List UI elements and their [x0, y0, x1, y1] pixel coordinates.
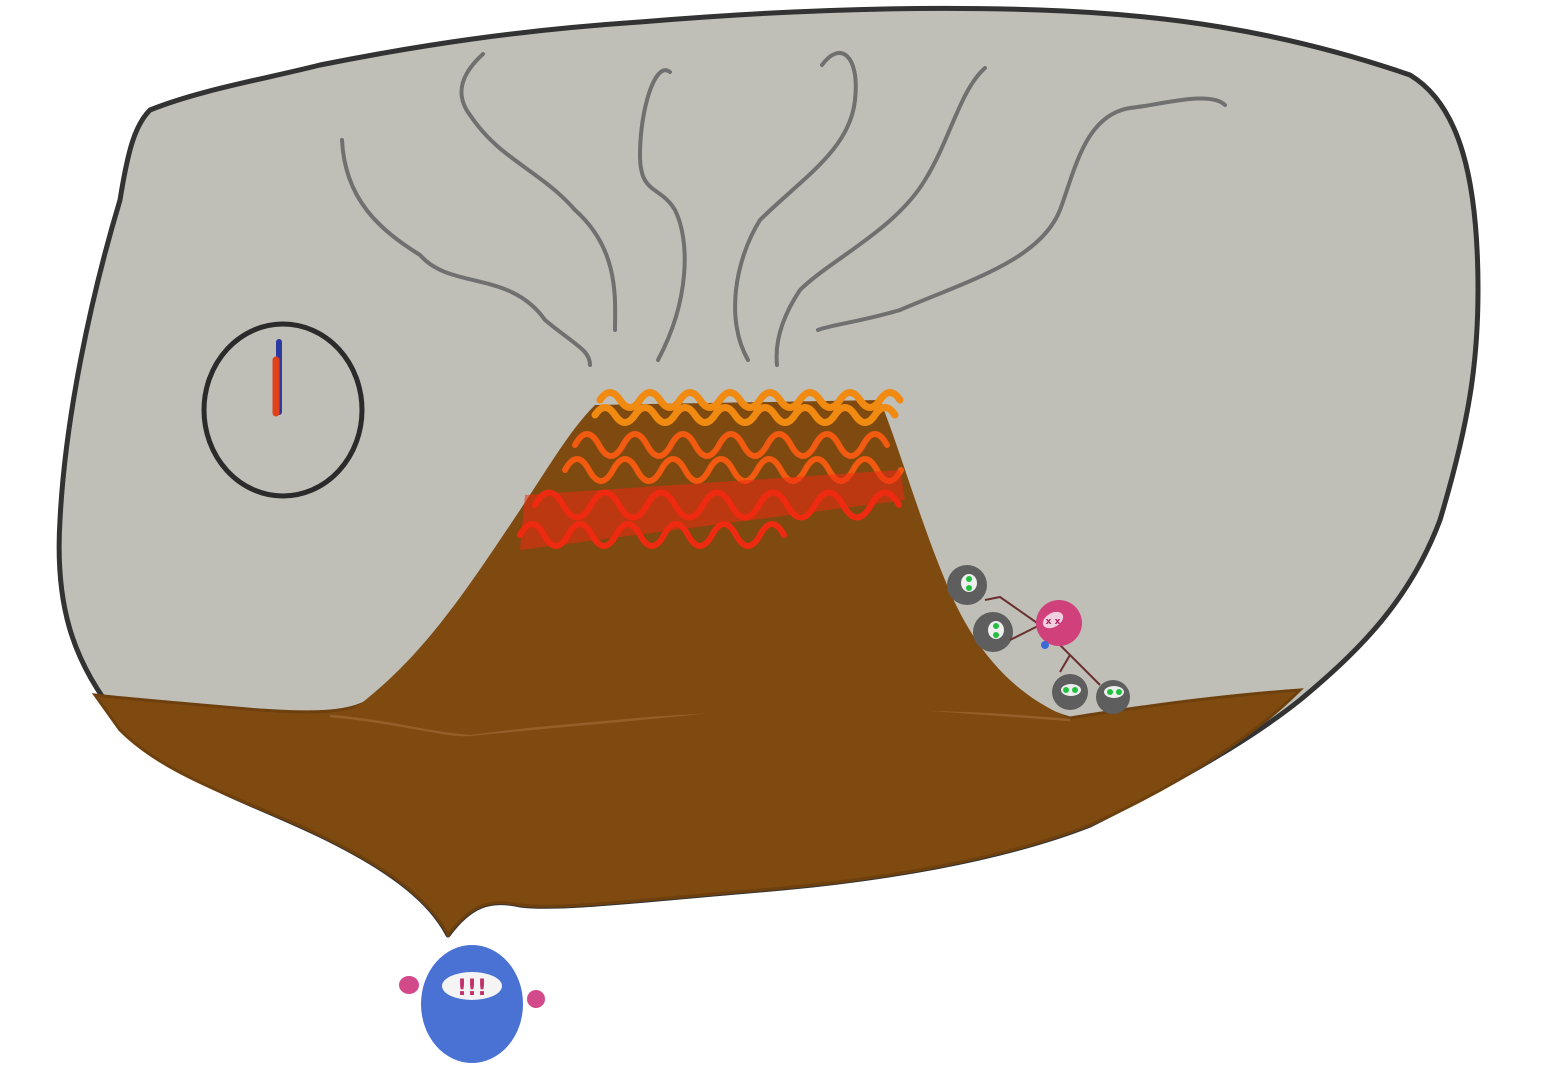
- lava-red-fill: [520, 470, 905, 550]
- grey-creature-icon: [947, 565, 987, 605]
- grey-creature-icon: [1096, 680, 1130, 714]
- smoke-line: [816, 96, 1227, 332]
- creature-eye: [1107, 689, 1113, 695]
- pink-creature-icon: x x: [1036, 600, 1082, 649]
- leader-foot: [1041, 641, 1049, 649]
- hero-hand-left: [399, 976, 419, 994]
- creature-eye: [966, 585, 972, 591]
- creature-eye: [1116, 689, 1122, 695]
- creature-eye-patch: [961, 574, 977, 592]
- grey-creature-icon: [973, 612, 1013, 652]
- creature-eye: [993, 623, 999, 629]
- smoke-lines: [340, 51, 1227, 367]
- hero-expression: !!!: [457, 976, 487, 1001]
- hero-hand-right: [527, 990, 545, 1008]
- grey-creature-icon: [1052, 674, 1088, 710]
- creature-eye-patch: [988, 621, 1004, 639]
- hero-body: [421, 945, 523, 1063]
- creature-eye: [1072, 687, 1078, 693]
- leader-face-text: x x: [1046, 617, 1061, 627]
- lava-orange-band: [591, 389, 904, 426]
- lava-top: [517, 389, 905, 550]
- clock-icon: [201, 321, 365, 499]
- creature-eye: [966, 576, 972, 582]
- clock-face: [201, 321, 365, 499]
- grey-creature-group: [947, 565, 1130, 714]
- creature-eye: [1063, 687, 1069, 693]
- hero-face-patch: [442, 972, 502, 1000]
- smoke-line: [637, 68, 687, 362]
- smoke-line: [340, 138, 592, 367]
- leader-face-patch: [1042, 611, 1064, 629]
- smoke-line: [733, 51, 858, 362]
- creature-rope: [984, 595, 1101, 686]
- creature-eye: [993, 632, 999, 638]
- blue-creature-icon: !!!: [399, 945, 545, 1063]
- smoke-line: [459, 52, 618, 332]
- smoke-line: [774, 66, 987, 367]
